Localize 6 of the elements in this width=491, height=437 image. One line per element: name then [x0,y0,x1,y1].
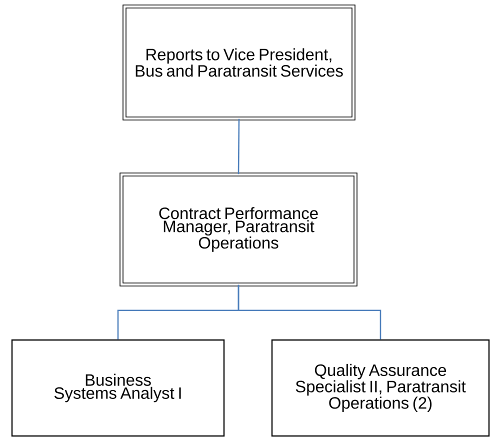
title-box: Reports to Vice President, Bus and Paratransit Services [122,4,356,120]
position-box: Business Systems Analyst I [11,339,225,437]
connector-line [238,284,382,340]
position-box: Quality Assurance Specialist II, Paratransit Operations (2) [271,339,490,437]
connector-line [238,118,240,174]
title-box: Contract Performance Manager, Paratransit Operations [120,172,358,286]
